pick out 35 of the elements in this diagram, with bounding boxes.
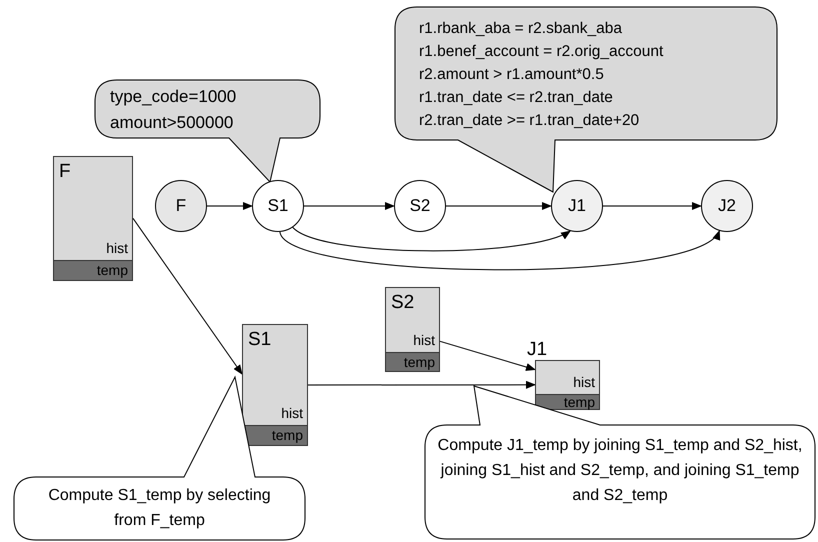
table-name: F	[59, 162, 71, 182]
callout-text: r2.tran_date >= r1.tran_date+20	[419, 111, 640, 131]
state-circle: S2	[394, 180, 446, 232]
callout-text: r1.tran_date <= r2.tran_date	[419, 88, 613, 108]
arrow	[304, 202, 395, 210]
hist-label: hist	[413, 331, 435, 349]
arrow	[602, 202, 702, 210]
state-circle: F	[155, 180, 207, 232]
callout-text: type_code=1000	[110, 86, 236, 108]
callout-text: Compute J1_temp by joining S1_temp and S2_hist, joining S1_hist and S2_temp, and joining S1_temp and S2_temp	[436, 436, 804, 506]
arrow	[440, 340, 536, 371]
callout-text: amount>500000	[110, 112, 234, 134]
table-name: J1	[527, 340, 548, 360]
state-circle: J2	[701, 180, 753, 232]
temp-band: temp	[535, 394, 600, 410]
callout-text: Compute S1_temp by selecting from F_temp	[47, 486, 272, 531]
table-name: S2	[391, 293, 414, 313]
hist-label: hist	[106, 239, 128, 257]
callout-text: r2.amount > r1.amount*0.5	[419, 65, 604, 85]
arrow	[132, 218, 243, 375]
temp-band: temp	[242, 425, 308, 446]
arrow	[446, 202, 552, 210]
state-circle: S1	[252, 180, 304, 232]
table-name: S1	[248, 330, 272, 350]
arrow	[308, 380, 536, 389]
temp-band: temp	[385, 352, 440, 372]
arrow	[292, 226, 572, 252]
hist-label: hist	[281, 404, 303, 422]
callout-text: r1.rbank_aba = r2.sbank_aba	[419, 19, 622, 39]
arrow	[206, 202, 253, 210]
temp-band: temp	[53, 260, 133, 281]
state-circle: J1	[551, 180, 603, 232]
callout-text: r1.benef_account = r2.orig_account	[419, 42, 664, 62]
arrow	[279, 230, 720, 270]
hist-label: hist	[573, 373, 595, 391]
